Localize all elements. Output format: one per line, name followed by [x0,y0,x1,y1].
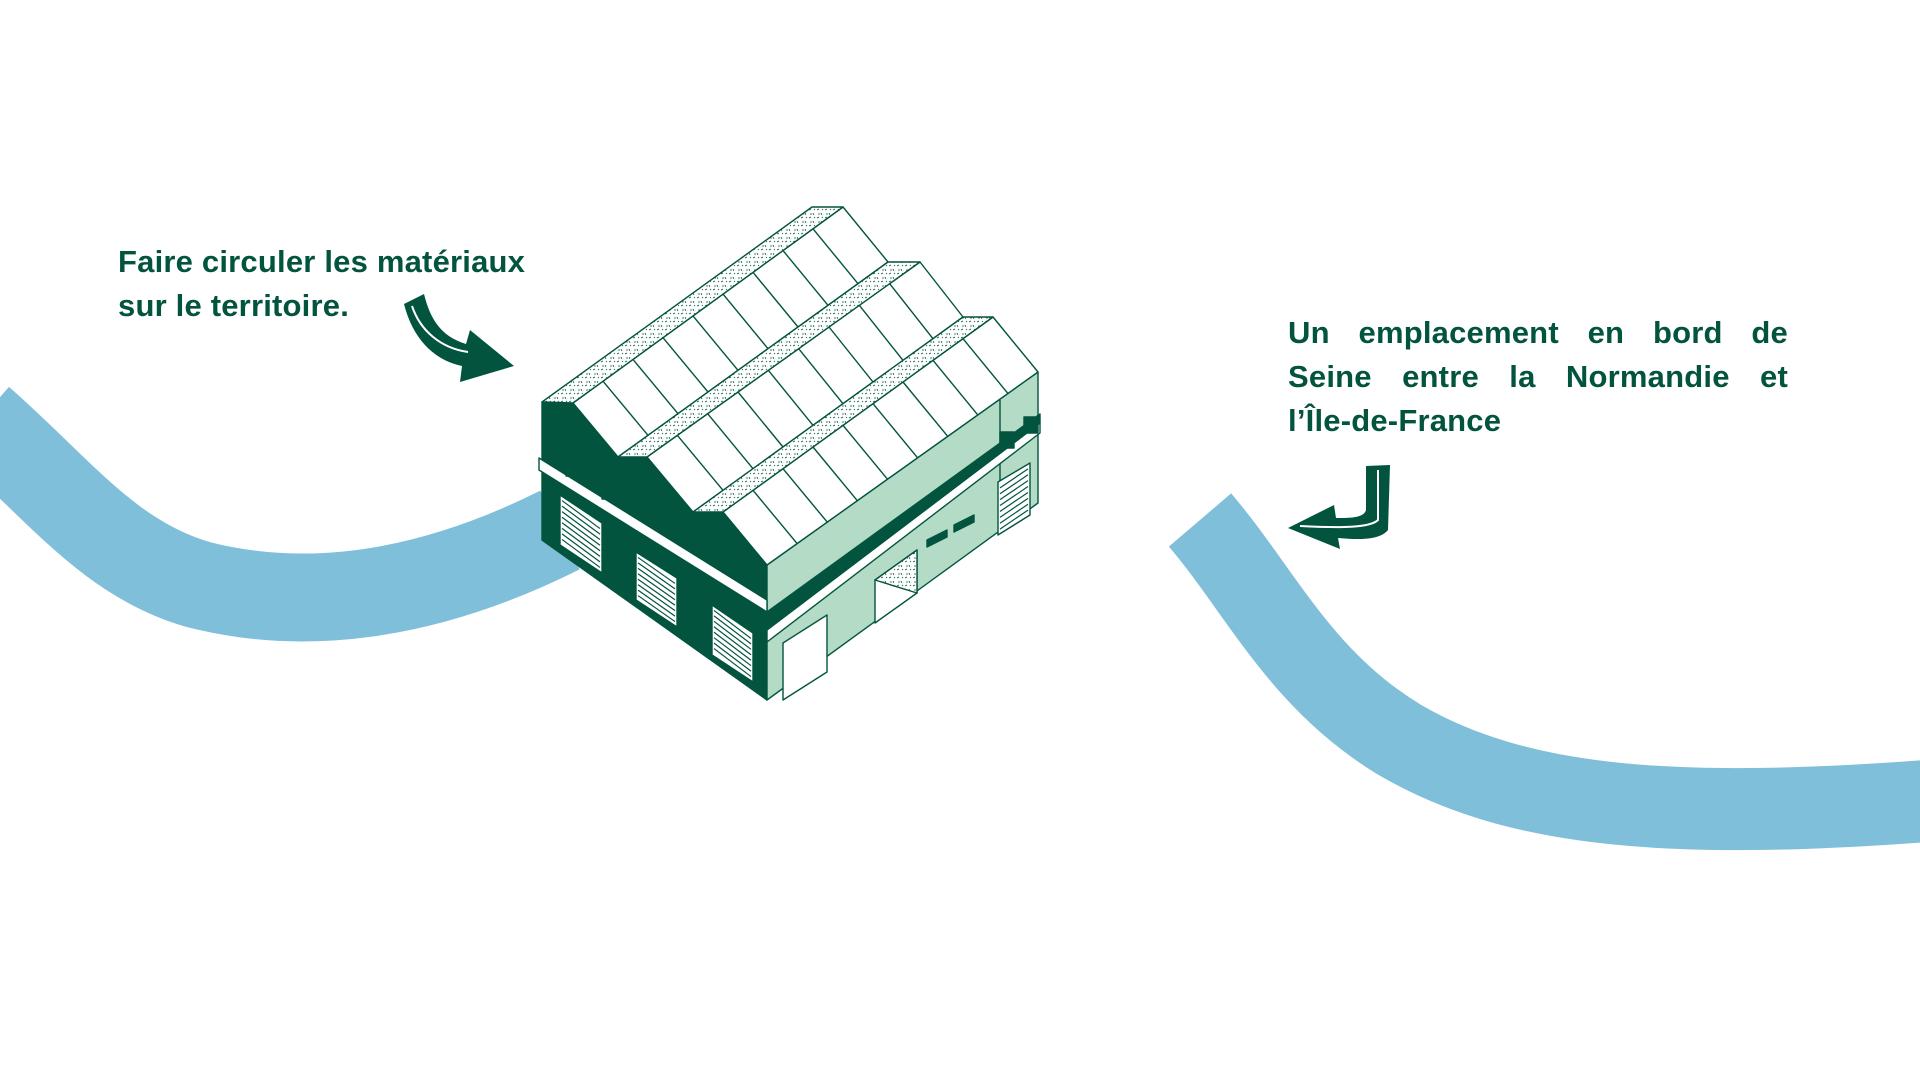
door-slat [713,626,752,656]
door-slat [637,584,676,612]
roof-panel-seam [812,228,859,285]
caption-materials: Faire circuler les matériaux sur le terr… [118,240,525,328]
door-slat [637,589,676,617]
door-slat [999,474,1029,495]
roof-panel-seam [902,381,949,437]
door-slat [999,509,1029,530]
door-slat [999,491,1029,512]
warehouse-illustration [538,206,1041,701]
roof-panel-seam [858,304,904,361]
roof-panel-seam [707,413,754,470]
roof-panel-seam [782,250,829,306]
ridge-cap-2 [617,261,921,458]
roof-panel-seam [812,446,858,502]
door-slat [561,522,601,552]
door-slat [999,486,1029,507]
river-left [0,386,580,642]
door-slat [637,556,676,584]
door-slat [561,511,601,541]
ridge-cap-1 [541,206,844,404]
door-slat [713,631,752,661]
curved-arrow-left-icon [1288,465,1390,549]
roof-panel-seam [722,293,769,350]
roller-doors [559,462,1031,683]
door-slat [999,503,1029,524]
door-slat [713,648,752,678]
window-2 [953,514,975,533]
roof-panel-seam [889,283,934,340]
river-right [1168,493,1920,851]
roof-panel-seam [798,348,844,405]
roof-panel-seam [767,369,814,426]
roof-panel-seam [872,403,919,459]
roof-panel-seam [692,315,739,371]
door-slat [713,615,752,645]
roof-panel-seam [676,434,724,491]
roof-panel-seam [962,338,1009,394]
river-illustration [0,386,1920,851]
door-slat [999,468,1029,489]
ridge-cap-3 [692,316,994,513]
door-slat [999,480,1029,501]
door-slat [713,609,752,639]
door-slat [561,505,601,535]
caption-location: Un emplacement en bord de Seine entre la… [1288,311,1788,443]
vents [565,416,1039,500]
door-slat [637,578,676,606]
door-slat [999,497,1029,518]
door-slat [713,620,752,650]
door-slat [561,527,601,557]
door-slat [561,516,601,546]
door-slat [561,533,601,563]
caption-line: Un emplacement en bord de [1288,315,1788,350]
roof-panel-seam [632,358,679,415]
door-slat [637,573,676,601]
roof-panel-seam [842,424,888,480]
caption-line: sur le territoire. [118,288,350,323]
door-slat [637,567,676,595]
roof-panel-seam [932,359,979,416]
door-slat [713,642,752,672]
curved-arrow-right-icon [404,294,514,382]
roof-panel-seam [662,337,709,393]
door-slat [561,538,601,568]
roof-panel-seam [737,391,784,448]
caption-line: l’Île-de-France [1288,403,1502,438]
caption-line: Seine entre la Normandie et [1288,359,1788,394]
door-slat [713,637,752,667]
caption-line: Faire circuler les matériaux [118,244,526,279]
door-slat [637,595,676,623]
roof-panel-seam [602,380,649,436]
door-slat [561,500,601,530]
door-slat [637,562,676,590]
side-door-1 [782,614,828,701]
roof-panel-seam [828,326,874,383]
roof-panel-seam [752,271,799,328]
roof-panel-seam [782,468,828,523]
window-1 [926,529,948,548]
roof-panel-seam [752,489,798,545]
